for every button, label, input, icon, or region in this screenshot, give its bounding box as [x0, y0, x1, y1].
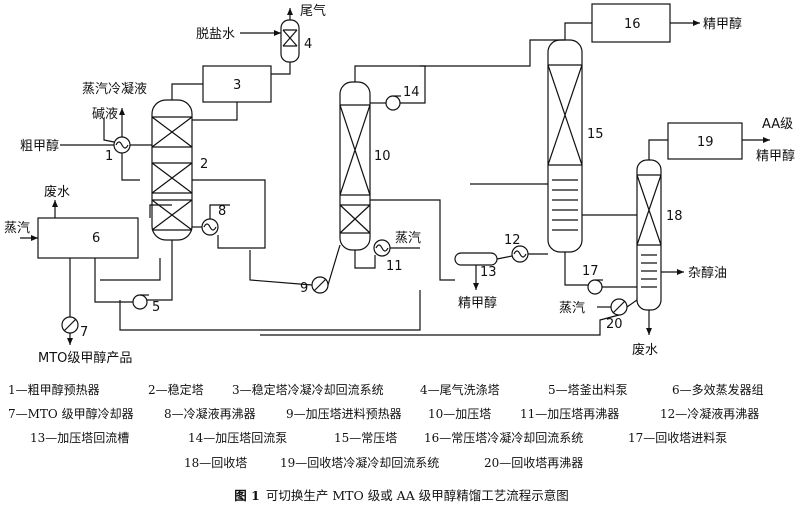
label-2: 2: [200, 157, 208, 172]
process-flow-diagram: 1 2 3 4 5 6 7 8 9 10 11 12 13 14 15 16 1…: [4, 3, 795, 366]
label-13: 13: [480, 265, 497, 280]
label-8: 8: [218, 204, 226, 219]
figure-title: 可切换生产 MTO 级或 AA 级甲醇精馏工艺流程示意图: [265, 488, 569, 503]
stream-steam-1: 蒸汽: [4, 221, 30, 236]
legend-item: 13—加压塔回流槽: [30, 431, 130, 445]
label-11: 11: [386, 259, 403, 274]
stream-waste-water-2: 废水: [632, 342, 658, 358]
stream-lye: 碱液: [92, 107, 118, 122]
legend-item: 7—MTO 级甲醇冷却器: [8, 407, 134, 421]
legend-item: 10—加压塔: [428, 407, 492, 421]
legend-item: 5—塔釜出料泵: [548, 383, 628, 397]
label-9: 9: [300, 281, 308, 296]
legend-item: 2—稳定塔: [148, 383, 204, 397]
label-7: 7: [80, 325, 88, 340]
label-19: 19: [697, 135, 714, 150]
stream-waste-water-1: 废水: [44, 184, 70, 200]
stream-mto-product: MTO级甲醇产品: [38, 350, 132, 366]
label-12: 12: [504, 233, 521, 248]
pressure-column-10: [339, 81, 371, 251]
tail-gas-scrubber-4: [280, 19, 300, 63]
label-18: 18: [666, 209, 683, 224]
recovery-column-18: [636, 159, 662, 311]
legend-item: 1—粗甲醇预热器: [8, 383, 100, 397]
legend-item: 18—回收塔: [184, 456, 248, 470]
label-17: 17: [582, 264, 599, 279]
figure-caption: 图 1 可切换生产 MTO 级或 AA 级甲醇精馏工艺流程示意图: [0, 485, 803, 504]
figure-number: 图 1: [234, 488, 260, 503]
stream-refined-methanol-1: 精甲醇: [458, 295, 497, 311]
label-16: 16: [624, 17, 641, 32]
condenser-system-19: [667, 122, 743, 160]
stream-aa-refined: 精甲醇: [756, 148, 795, 164]
stream-crude-methanol: 粗甲醇: [20, 138, 59, 154]
stream-desalted-water: 脱盐水: [196, 27, 235, 42]
legend-item: 3—稳定塔冷凝冷却回流系统: [232, 383, 384, 397]
stabilizer-column-2: [151, 99, 193, 241]
label-20: 20: [606, 317, 623, 332]
atmospheric-column-15: [547, 39, 583, 253]
stream-aa-grade: AA级: [762, 117, 793, 132]
legend-item: 9—加压塔进料预热器: [286, 407, 402, 421]
label-4: 4: [304, 37, 312, 52]
label-15: 15: [587, 127, 604, 142]
stream-steam-3: 蒸汽: [559, 301, 585, 316]
reflux-drum-13: [454, 252, 498, 266]
label-6: 6: [92, 231, 100, 246]
pipe-lines: [20, 8, 770, 345]
legend-item: 12—冷凝液再沸器: [660, 407, 760, 421]
pump-5: [132, 294, 149, 310]
stream-refined-methanol-2: 精甲醇: [703, 16, 742, 32]
evaporator-6: [37, 217, 139, 259]
label-3: 3: [233, 78, 241, 93]
reflux-pump-14: [385, 95, 401, 111]
label-14: 14: [403, 85, 420, 100]
legend-item: 15—常压塔: [334, 431, 398, 445]
label-10: 10: [374, 149, 391, 164]
legend-item: 17—回收塔进料泵: [628, 431, 728, 445]
legend-item: 6—多效蒸发器组: [672, 383, 764, 397]
label-1: 1: [105, 149, 113, 164]
stream-steam-2: 蒸汽: [395, 231, 421, 246]
legend-item: 16—常压塔冷凝冷却回流系统: [424, 431, 584, 445]
condenser-system-16: [591, 3, 671, 43]
stream-steam-condensate: 蒸汽冷凝液: [82, 81, 147, 97]
legend-item: 19—回收塔冷凝冷却回流系统: [280, 456, 440, 470]
label-5: 5: [152, 300, 160, 315]
legend-item: 14—加压塔回流泵: [188, 431, 288, 445]
legend-item: 8—冷凝液再沸器: [164, 407, 256, 421]
legend-item: 11—加压塔再沸器: [520, 407, 620, 421]
legend-item: 20—回收塔再沸器: [484, 456, 584, 470]
stream-fusel-oil: 杂醇油: [688, 265, 727, 281]
feed-pump-17: [587, 279, 603, 295]
stream-tail-gas: 尾气: [300, 3, 326, 19]
legend-item: 4—尾气洗涤塔: [420, 383, 500, 397]
